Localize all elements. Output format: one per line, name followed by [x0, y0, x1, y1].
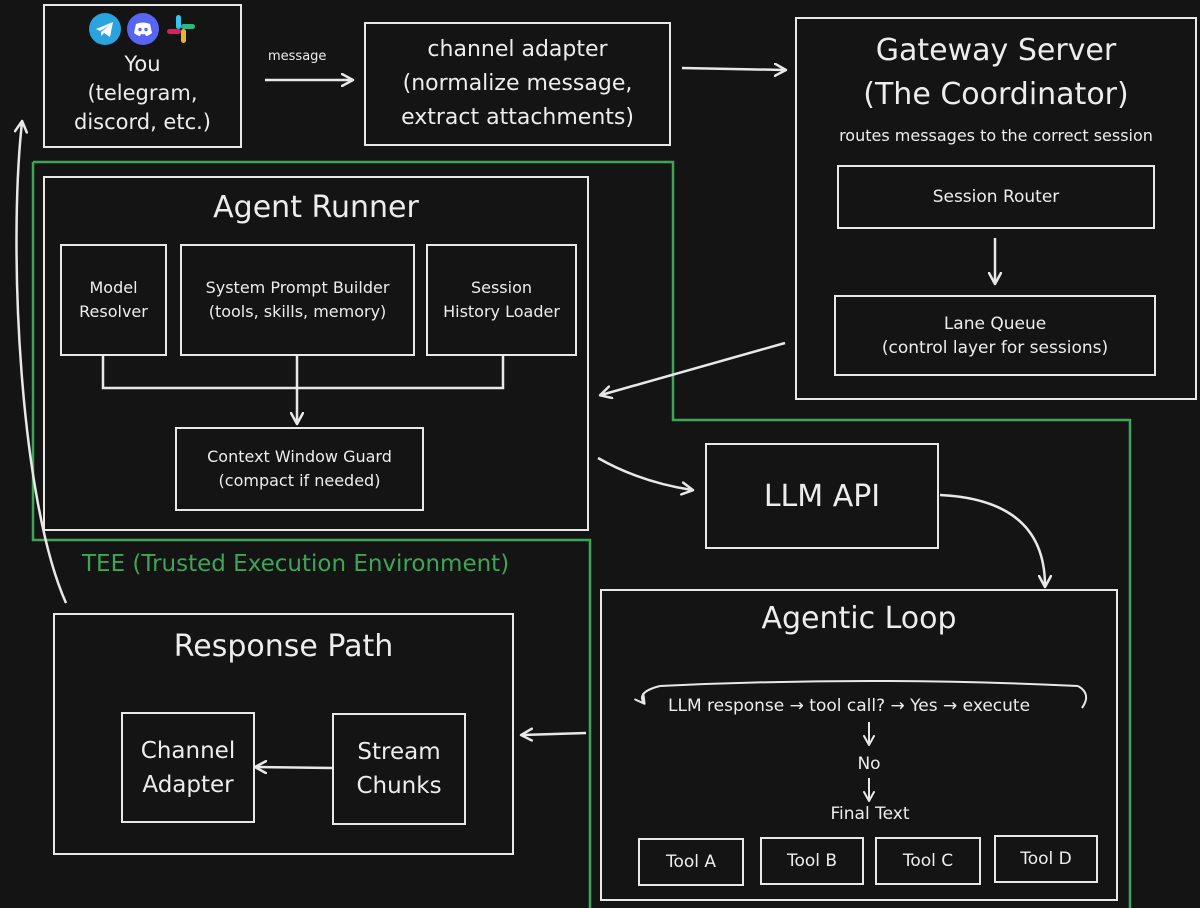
model-line1: Model [89, 278, 138, 297]
ca-line2: Adapter [142, 771, 234, 798]
adapter-line3: extract attachments) [401, 105, 634, 130]
gateway-title2: (The Coordinator) [863, 77, 1129, 112]
you-line2: (telegram, [87, 80, 198, 105]
channel-adapter-box: channel adapter (normalize message, extr… [364, 22, 671, 146]
tool-c-label: Tool C [902, 851, 954, 871]
telegram-icon [88, 13, 121, 45]
shl-line1: Session [470, 278, 533, 297]
ca-line1: Channel [140, 737, 236, 764]
llm-api-box: LLM API [705, 443, 939, 549]
gateway-subtitle: routes messages to the correct session [839, 126, 1153, 145]
agentic-loop-box: Agentic Loop [600, 589, 1118, 901]
platform-icons [45, 12, 240, 46]
agent-runner-box: Agent Runner [43, 176, 589, 531]
tee-boundary [31, 160, 1132, 908]
loop-curve-right [1077, 685, 1088, 709]
you-line1: You [124, 51, 161, 76]
model-resolver-box: Model Resolver [60, 244, 167, 356]
arrow-loop-to-response [522, 733, 587, 735]
gateway-server-box: Gateway Server (The Coordinator) routes … [795, 17, 1197, 400]
loop-text: LLM response → tool call? → Yes → execut… [668, 696, 1031, 716]
arrow-runner-to-llm [597, 456, 692, 490]
final-text-label: Final Text [830, 804, 910, 824]
agent-runner-title: Agent Runner [213, 190, 419, 225]
tool-d-label: Tool D [1020, 849, 1072, 869]
message-label: message [268, 49, 327, 64]
sc-line1: Stream [357, 739, 441, 765]
system-prompt-builder-box: System Prompt Builder (tools, skills, me… [180, 244, 415, 356]
arrow-adapter-to-gateway [681, 68, 785, 70]
loop-curve-top [659, 680, 1079, 687]
lane-queue-line2: (control layer for sessions) [881, 337, 1109, 358]
cwg-line1: Context Window Guard [207, 447, 392, 466]
tee-label: TEE (Trusted Execution Environment) [82, 551, 510, 577]
agentic-loop-title: Agentic Loop [761, 601, 957, 636]
adapter-line1: channel adapter [427, 37, 608, 62]
sc-line2: Chunks [356, 773, 442, 799]
tool-b-box: Tool B [760, 837, 864, 885]
discord-icon [126, 13, 159, 45]
slack-icon [166, 15, 195, 43]
you-line3: discord, etc.) [73, 109, 211, 134]
adapter-line2: (normalize message, [402, 71, 633, 96]
loop-curve-left [634, 685, 661, 705]
gateway-title1: Gateway Server [875, 33, 1117, 68]
session-history-loader-box: Session History Loader [426, 244, 577, 356]
arrow-response-to-you [16, 122, 68, 604]
channel-adapter-out-box: Channel Adapter [121, 712, 255, 823]
shl-line2: History Loader [443, 302, 560, 321]
tool-a-label: Tool A [665, 852, 717, 872]
bracket-lines [101, 356, 505, 390]
lane-queue-line1: Lane Queue [943, 313, 1047, 334]
arrow-gateway-to-runner [601, 341, 786, 395]
response-path-box: Response Path [53, 613, 514, 855]
llm-api-label: LLM API [763, 478, 881, 514]
response-path-title: Response Path [173, 629, 394, 664]
arrow-llm-to-loop [939, 493, 1045, 586]
spb-line1: System Prompt Builder [205, 278, 390, 297]
you-box: You (telegram, discord, etc.) [43, 4, 242, 148]
tool-d-box: Tool D [994, 835, 1098, 883]
lane-queue-box: Lane Queue (control layer for sessions) [834, 295, 1156, 376]
cwg-line2: (compact if needed) [218, 471, 381, 490]
arrow-stream-to-adapter [256, 767, 333, 768]
session-router-label: Session Router [932, 187, 1060, 207]
tool-c-box: Tool C [875, 837, 981, 885]
model-line2: Resolver [79, 302, 148, 321]
tool-a-box: Tool A [638, 838, 744, 886]
context-window-guard-box: Context Window Guard (compact if needed) [175, 427, 424, 511]
session-router-box: Session Router [837, 165, 1155, 229]
spb-line2: (tools, skills, memory) [208, 302, 387, 321]
stream-chunks-box: Stream Chunks [332, 713, 466, 825]
tool-b-label: Tool B [786, 851, 838, 871]
no-label: No [857, 754, 881, 774]
